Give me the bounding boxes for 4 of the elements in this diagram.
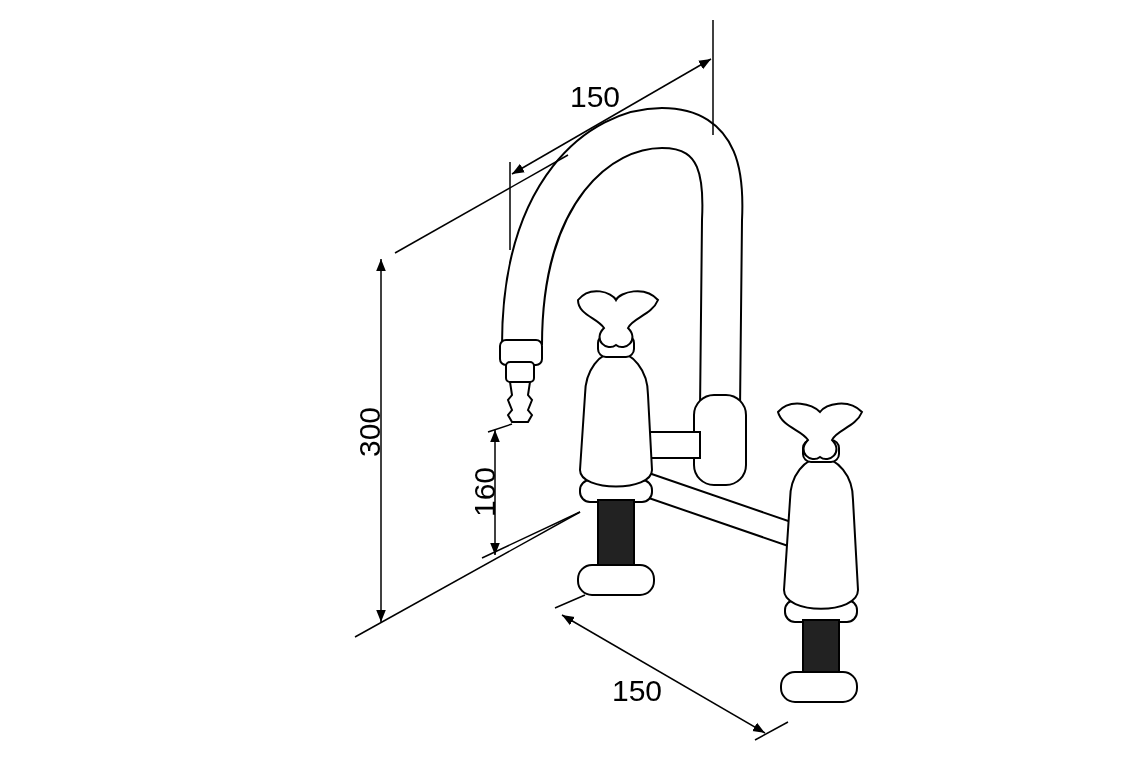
dimension-label: 300: [355, 406, 386, 458]
dimension-label: 150: [612, 676, 663, 706]
dimension-label: 150: [570, 82, 621, 112]
dimension-label: 160: [470, 466, 501, 518]
